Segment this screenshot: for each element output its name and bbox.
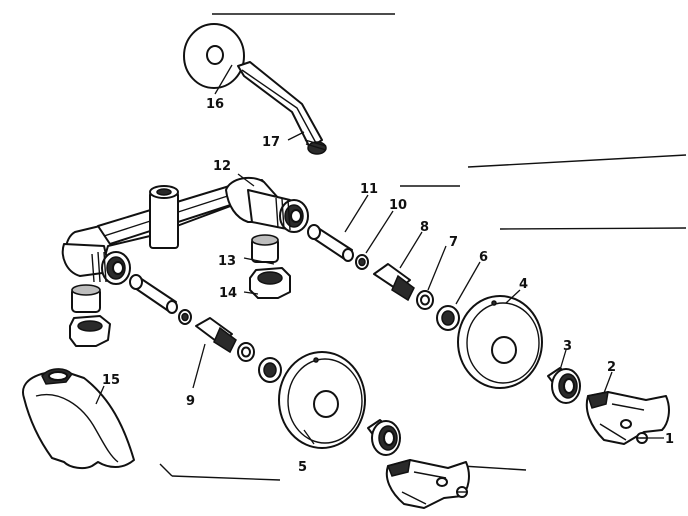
callout-1: 1: [665, 432, 674, 447]
part-4-escutcheon: [457, 295, 543, 389]
part-13-adapter: [251, 234, 279, 263]
callout-16: 16: [206, 97, 224, 112]
callout-17: 17: [262, 135, 280, 150]
callout-6: 6: [479, 250, 488, 265]
callout-4: 4: [519, 277, 528, 292]
part-3-sleeve-left: [367, 419, 401, 456]
leader-lines: [95, 64, 664, 445]
part-2-handle-left: [385, 458, 470, 509]
part-12-valve-body: [61, 176, 309, 285]
part-15-tub-spout: [22, 368, 135, 470]
callout-5: 5: [298, 460, 307, 475]
callout-15: 15: [102, 373, 120, 388]
right-valve-train: [307, 224, 460, 331]
callout-2: 2: [607, 360, 616, 375]
callout-10: 10: [389, 198, 407, 213]
part-1-screw-left: [456, 486, 468, 498]
left-valve-train: [129, 274, 282, 383]
callout-11: 11: [360, 182, 378, 197]
callout-3: 3: [563, 339, 572, 354]
callout-12: 12: [213, 159, 231, 174]
part-16-shower-flange: [183, 23, 245, 89]
callout-8: 8: [420, 220, 429, 235]
part-14-nut: [249, 267, 291, 299]
part-3-sleeve-right: [547, 367, 581, 404]
callout-7: 7: [449, 235, 458, 250]
reference-lines: [159, 13, 687, 481]
callout-13: 13: [218, 254, 236, 269]
callout-14: 14: [219, 286, 237, 301]
part-5-escutcheon: [278, 351, 366, 449]
callout-labels: 1 2 3 4 5 6 7 8 9 10 11 12 13 14 15 16 1…: [102, 97, 674, 475]
part-2-handle-right: [585, 391, 670, 445]
left-supply-fittings: [69, 284, 111, 347]
callout-9: 9: [186, 394, 195, 409]
part-17-shower-arm: [237, 61, 327, 155]
